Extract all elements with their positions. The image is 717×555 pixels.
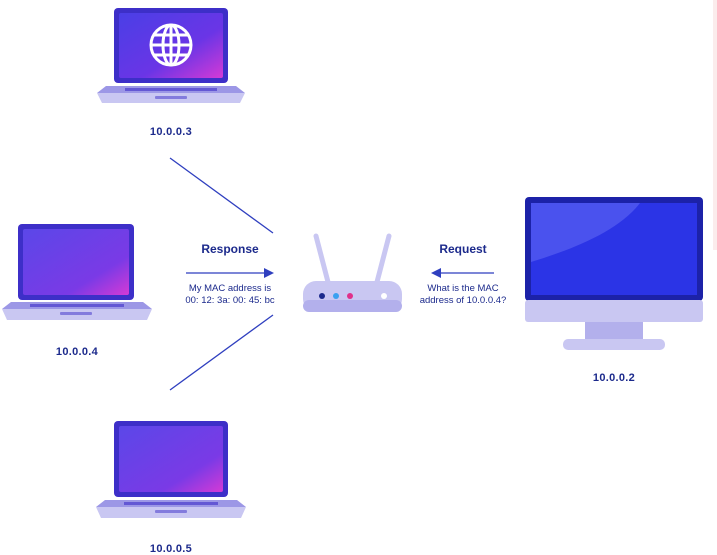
router-led-1: [319, 293, 325, 299]
ip-label-left: 10.0.0.4: [55, 346, 99, 358]
response-title: Response: [201, 242, 259, 256]
ip-label-right: 10.0.0.2: [592, 372, 636, 384]
ip-label-bottom: 10.0.0.5: [149, 543, 193, 555]
ip-label-top: 10.0.0.3: [149, 126, 193, 138]
response-message: My MAC address is 00: 12: 3a: 00: 45: bc: [170, 283, 290, 307]
laptop-bottom: [96, 421, 246, 518]
router-led-2: [333, 293, 339, 299]
link-bottom: [169, 314, 274, 391]
request-line-1: What is the MAC: [427, 283, 499, 294]
response-line-1: My MAC address is: [188, 283, 272, 294]
request-arrow: [431, 268, 494, 278]
request-line-2: address of 10.0.0.4?: [419, 295, 507, 306]
edge-decoration: [713, 0, 717, 250]
router: [303, 233, 402, 312]
link-top: [169, 157, 274, 234]
request-message: What is the MAC address of 10.0.0.4?: [403, 283, 523, 307]
laptop-left: [2, 224, 152, 320]
globe-icon: [149, 23, 193, 67]
response-line-2: 00: 12: 3a: 00: 45: bc: [185, 295, 275, 306]
router-led-3: [347, 293, 353, 299]
desktop-monitor: [525, 197, 703, 350]
router-led-4: [381, 293, 387, 299]
response-arrow: [186, 268, 274, 278]
laptop-top: [97, 8, 245, 103]
request-title: Request: [439, 242, 487, 256]
